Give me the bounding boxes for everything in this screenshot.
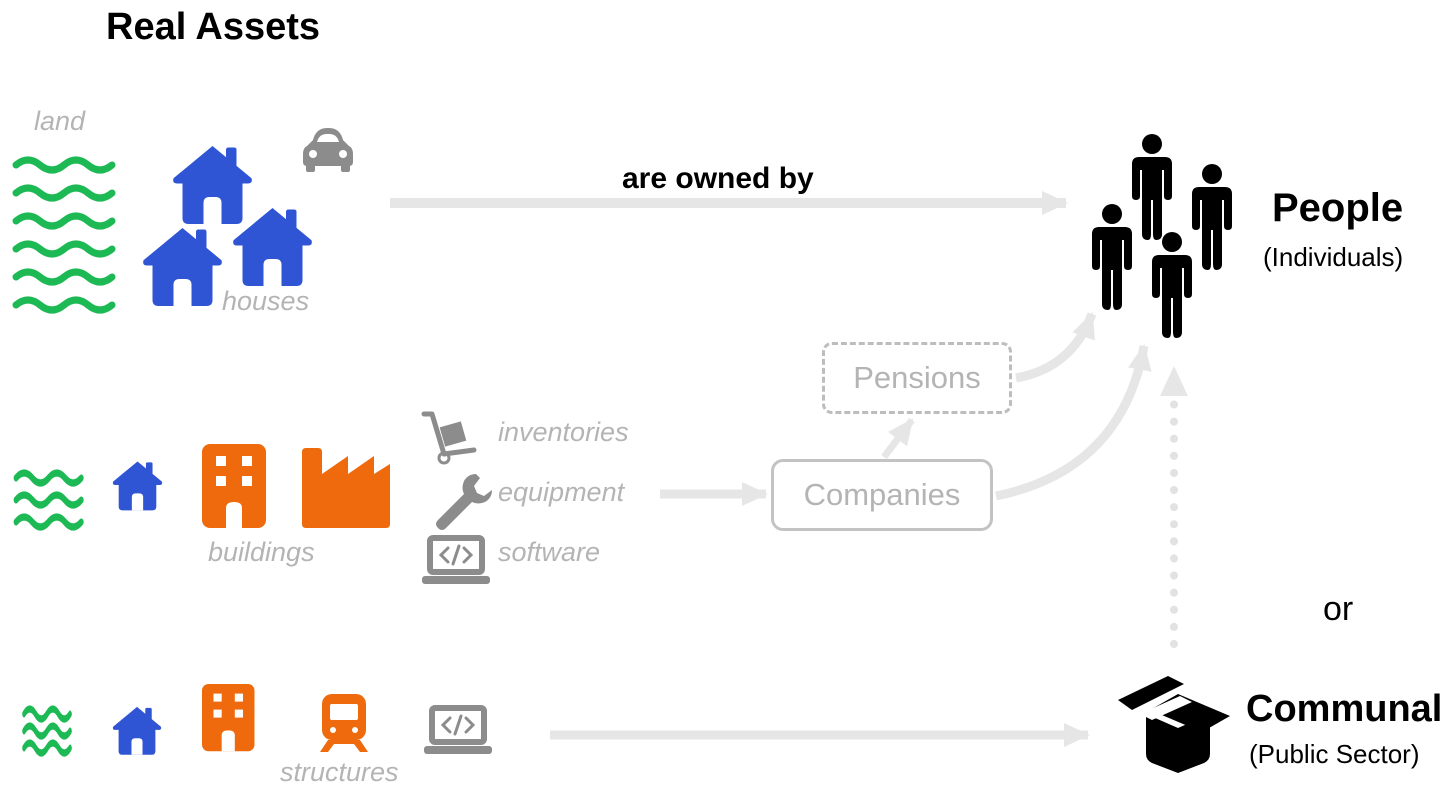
house-icon — [143, 228, 222, 306]
node-companies: Companies — [771, 459, 993, 531]
edge-label-are-owned-by: are owned by — [622, 162, 814, 195]
land-waves-icon — [16, 160, 112, 310]
wrench-icon — [436, 474, 492, 530]
open-box-icon — [1118, 676, 1230, 773]
people-group-icon — [1092, 134, 1232, 338]
node-communal: Communal — [1246, 688, 1443, 730]
hand-truck-icon — [421, 411, 477, 465]
label-inventories: inventories — [498, 417, 629, 447]
label-software: software — [498, 537, 601, 567]
page-title: Real Assets — [106, 6, 321, 48]
car-icon — [303, 128, 353, 172]
label-structures: structures — [280, 757, 399, 787]
node-pensions: Pensions — [822, 342, 1012, 414]
arrow-companies-to-pensions — [881, 417, 915, 460]
label-land: land — [34, 106, 86, 136]
house-icon — [173, 146, 252, 224]
land-waves-icon — [16, 473, 81, 527]
node-communal-subtitle: (Public Sector) — [1249, 739, 1420, 769]
land-waves-icon — [24, 709, 70, 753]
house-icon — [112, 706, 162, 755]
node-people-subtitle: (Individuals) — [1263, 242, 1404, 272]
office-building-icon — [202, 444, 266, 528]
label-equipment: equipment — [498, 477, 625, 507]
arrow-companies-to-people — [995, 344, 1152, 501]
or-label: or — [1323, 590, 1354, 628]
laptop-code-icon — [424, 708, 492, 754]
label-houses: houses — [222, 286, 310, 316]
laptop-code-icon — [422, 538, 490, 584]
train-icon — [320, 694, 368, 752]
house-icon — [233, 208, 312, 286]
house-icon — [112, 461, 163, 511]
dotted-arrow-head — [1160, 366, 1188, 396]
label-buildings: buildings — [208, 537, 315, 567]
node-people: People — [1272, 186, 1404, 230]
arrow-pensions-to-people — [1015, 312, 1097, 383]
factory-icon — [302, 448, 390, 528]
office-building-icon — [202, 684, 255, 752]
